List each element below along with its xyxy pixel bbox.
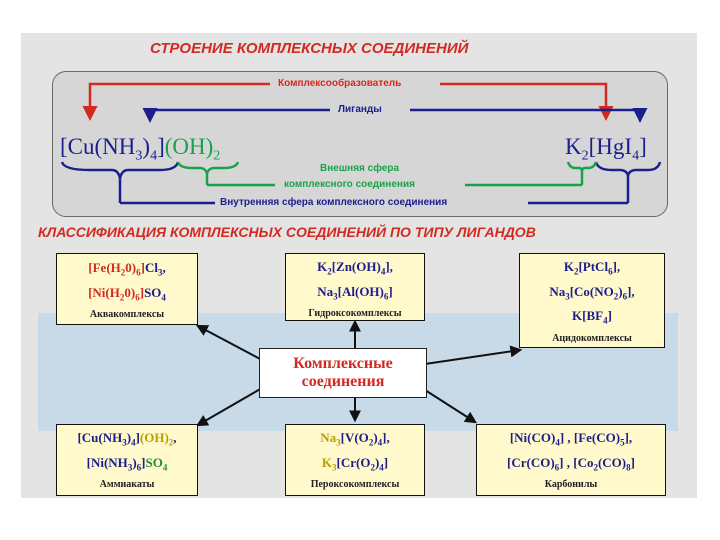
peroxo-complexes-box: Na3[V(O2)4], K3[Cr(O2)4] Пероксокомплекс… bbox=[285, 424, 425, 496]
hydroxo-complexes-box: K2[Zn(OH)4], Na3[Al(OH)6] Гидроксокомпле… bbox=[285, 253, 425, 321]
ligands-label: Лиганды bbox=[336, 104, 384, 115]
ligands-arrow-left bbox=[142, 108, 330, 123]
complexing-agent-arrow-right bbox=[440, 82, 614, 121]
outer-sphere-label: Внешняя сфера bbox=[318, 163, 402, 174]
hydroxo-caption: Гидроксокомплексы bbox=[308, 308, 402, 320]
acido-caption: Ацидокомплексы bbox=[552, 332, 632, 344]
arrow-to-ammine bbox=[195, 387, 263, 427]
arrow-to-acido bbox=[424, 345, 523, 365]
inner-sphere-label: Внутренняя сфера комплексного соединения bbox=[218, 197, 450, 208]
ligands-arrow-right bbox=[410, 108, 648, 123]
outer-sphere-brace-right bbox=[566, 161, 598, 173]
complexing-agent-label: Комплексообразователь bbox=[276, 78, 404, 89]
outer-sphere-label-2: комплексного соединения bbox=[282, 179, 417, 190]
carbonyl-complexes-box: [Ni(CO)4] , [Fe(CO)5], [Cr(CO)6] , [Co2(… bbox=[476, 424, 666, 496]
carbonyl-caption: Карбонилы bbox=[544, 479, 598, 491]
classification-title: КЛАССИФИКАЦИЯ КОМПЛЕКСНЫХ СОЕДИНЕНИЙ ПО … bbox=[38, 224, 536, 240]
inner-sphere-brace-right bbox=[594, 161, 662, 179]
complexing-agent-arrow-left bbox=[82, 82, 270, 121]
aqua-caption: Аквакомплексы bbox=[89, 309, 165, 321]
formula-k2-hgi4: K2[HgI4] bbox=[565, 134, 647, 164]
formula-cu-ammine: [Cu(NH3)4](OH)2 bbox=[60, 134, 221, 164]
peroxo-caption: Пероксокомплексы bbox=[310, 479, 400, 491]
structure-title: СТРОЕНИЕ КОМПЛЕКСНЫХ СОЕДИНЕНИЙ bbox=[150, 40, 469, 57]
structure-box bbox=[52, 71, 668, 217]
ammine-caption: Аммиакаты bbox=[99, 479, 155, 491]
arrow-to-carbonyl bbox=[424, 389, 478, 424]
aqua-complexes-box: [Fe(H20)6]Cl3, [Ni(H20)6]SO4 Аквакомплек… bbox=[56, 253, 198, 325]
arrow-to-aqua bbox=[195, 324, 263, 361]
acido-complexes-box: K2[PtCl6], Na3[Co(NO2)6], K[BF4] Ацидоко… bbox=[519, 253, 665, 348]
ammine-complexes-box: [Cu(NH3)4](OH)2, [Ni(NH3)6]SO4 Аммиакаты bbox=[56, 424, 198, 496]
